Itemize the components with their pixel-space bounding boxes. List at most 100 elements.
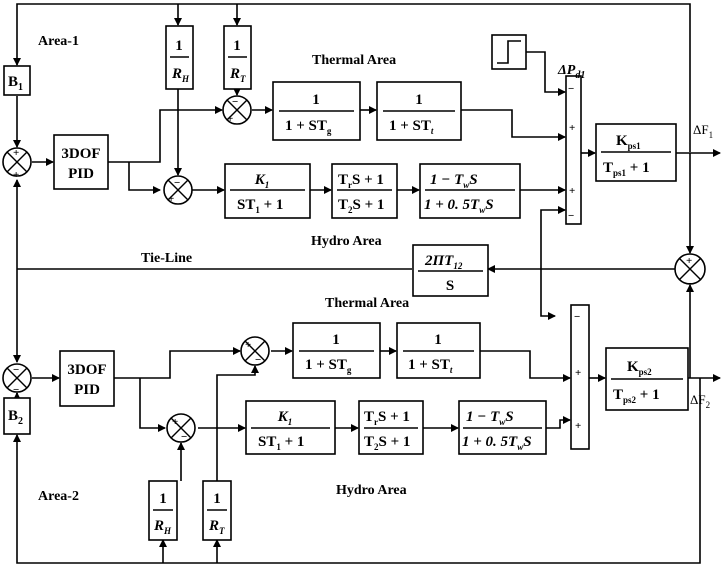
svg-text:T2S + 1: T2S + 1	[364, 434, 410, 452]
svg-text:ST1 + 1: ST1 + 1	[258, 434, 304, 452]
svg-text:−: −	[568, 83, 574, 95]
hydro-penstock-area1: 1 − TwS 1 + 0. 5TwS	[419, 163, 521, 219]
svg-text:+: +	[13, 147, 19, 159]
svg-text:−: −	[232, 96, 238, 108]
svg-text:+: +	[168, 193, 174, 205]
thermal-area1-label: Thermal Area	[312, 53, 396, 68]
svg-text:TrS + 1: TrS + 1	[364, 409, 410, 427]
tie-line-block: 2ΠT12 S	[412, 244, 489, 297]
hydro-penstock-area2: 1 − TwS 1 + 0. 5TwS	[458, 400, 547, 455]
svg-text:Kps2: Kps2	[627, 359, 652, 377]
thermal-governor-area2: 1 1 + STg	[292, 322, 381, 379]
svg-text:1: 1	[415, 92, 423, 108]
svg-text:−: −	[255, 354, 261, 366]
svg-text:+: +	[575, 367, 581, 379]
svg-text:−: −	[13, 384, 19, 396]
svg-text:1 + STg: 1 + STg	[305, 357, 352, 375]
svg-text:1 − TwS: 1 − TwS	[430, 172, 478, 190]
svg-text:TrS + 1: TrS + 1	[338, 172, 384, 190]
svg-text:−: −	[686, 278, 692, 290]
svg-text:K1: K1	[254, 172, 270, 190]
svg-text:−: −	[568, 210, 574, 222]
svg-text:Tps2 + 1: Tps2 + 1	[613, 387, 660, 405]
tie-line-label: Tie-Line	[141, 251, 192, 266]
bias-block-b1: B1	[3, 65, 31, 96]
power-system-block-area1: Kps1 Tps1 + 1	[595, 123, 677, 182]
svg-text:Tps1 + 1: Tps1 + 1	[603, 160, 650, 178]
power-system-block-area2: Kps2 Tps2 + 1	[605, 347, 689, 411]
delta-f2-label: ΔF2	[690, 392, 710, 410]
droop-block-rh-area2: 1 RH	[148, 480, 178, 541]
svg-text:Kps1: Kps1	[616, 133, 641, 151]
delta-f1-label: ΔF1	[693, 122, 713, 140]
svg-text:1: 1	[159, 491, 167, 507]
svg-text:1: 1	[175, 38, 183, 54]
thermal-turbine-area1: 1 1 + STt	[376, 81, 462, 141]
hydro-area1-label: Hydro Area	[311, 234, 382, 249]
sum-junction-area1-thermal: − +	[222, 95, 252, 125]
svg-text:K1: K1	[277, 409, 293, 427]
svg-text:1 + 0. 5TwS: 1 + 0. 5TwS	[424, 197, 494, 215]
signal-wires	[13, 3, 721, 564]
pid-controller-area2: 3DOF PID	[59, 350, 115, 407]
svg-text:+: +	[227, 113, 233, 125]
power-summer-area2: − + +	[570, 304, 590, 450]
droop-block-rh-area1: 1 RH	[165, 25, 194, 90]
svg-text:1: 1	[434, 332, 442, 348]
svg-text:1 − TwS: 1 − TwS	[466, 409, 514, 427]
svg-text:1: 1	[233, 38, 241, 54]
thermal-area2-label: Thermal Area	[325, 296, 409, 311]
svg-text:B2: B2	[8, 408, 23, 427]
svg-text:1: 1	[332, 332, 340, 348]
svg-text:1 + STg: 1 + STg	[285, 118, 332, 136]
svg-text:1 + STt: 1 + STt	[408, 357, 453, 375]
hydro-governor-area1: K1 ST1 + 1	[224, 163, 311, 219]
svg-text:PID: PID	[68, 166, 94, 182]
hydro-governor-area2: K1 ST1 + 1	[245, 400, 336, 455]
sum-junction-area2-thermal: + −	[240, 336, 270, 366]
sum-junction-area1-hydro: − +	[163, 175, 193, 205]
bias-block-b2: B2	[3, 397, 31, 435]
svg-text:−: −	[574, 311, 580, 323]
thermal-governor-area1: 1 1 + STg	[272, 81, 361, 141]
thermal-turbine-area2: 1 1 + STt	[396, 322, 481, 379]
svg-text:3DOF: 3DOF	[61, 146, 100, 162]
svg-text:1 + 0. 5TwS: 1 + 0. 5TwS	[462, 434, 532, 452]
svg-text:RT: RT	[208, 518, 225, 536]
sum-junction-area2-input: − −	[2, 363, 32, 396]
svg-text:ST1 + 1: ST1 + 1	[237, 197, 283, 215]
svg-text:PID: PID	[74, 382, 100, 398]
svg-text:S: S	[446, 278, 454, 294]
hydro-area2-label: Hydro Area	[336, 483, 407, 498]
svg-text:RH: RH	[171, 66, 190, 84]
svg-text:−: −	[13, 364, 19, 376]
area1-label: Area-1	[38, 34, 79, 49]
svg-text:1 + STt: 1 + STt	[389, 118, 434, 136]
droop-block-rt-area2: 1 RT	[202, 480, 232, 541]
svg-text:1: 1	[213, 491, 221, 507]
power-summer-area1: − + + −	[565, 75, 582, 225]
svg-text:3DOF: 3DOF	[67, 362, 106, 378]
svg-text:1: 1	[312, 92, 320, 108]
svg-text:−: −	[174, 177, 180, 189]
svg-text:B1: B1	[8, 74, 23, 93]
svg-text:RT: RT	[229, 66, 246, 84]
svg-text:RH: RH	[153, 518, 172, 536]
svg-text:+: +	[569, 122, 575, 134]
step-disturbance-icon	[491, 34, 527, 70]
hydro-transient-droop-area2: TrS + 1 T2S + 1	[358, 400, 424, 455]
delta-pd1-label: ΔPd1	[557, 63, 585, 81]
droop-block-rt-area1: 1 RT	[223, 25, 252, 90]
svg-text:+: +	[569, 185, 575, 197]
svg-text:−: −	[181, 431, 187, 443]
svg-text:+: +	[575, 420, 581, 432]
area2-label: Area-2	[38, 489, 79, 504]
svg-text:T2S + 1: T2S + 1	[338, 197, 384, 215]
sum-junction-area2-hydro: + −	[166, 413, 196, 443]
svg-text:+: +	[686, 255, 692, 267]
svg-text:+: +	[13, 169, 19, 181]
pid-controller-area1: 3DOF PID	[53, 134, 109, 190]
svg-text:+: +	[172, 416, 178, 428]
sum-junction-tie-line: + −	[674, 253, 706, 290]
